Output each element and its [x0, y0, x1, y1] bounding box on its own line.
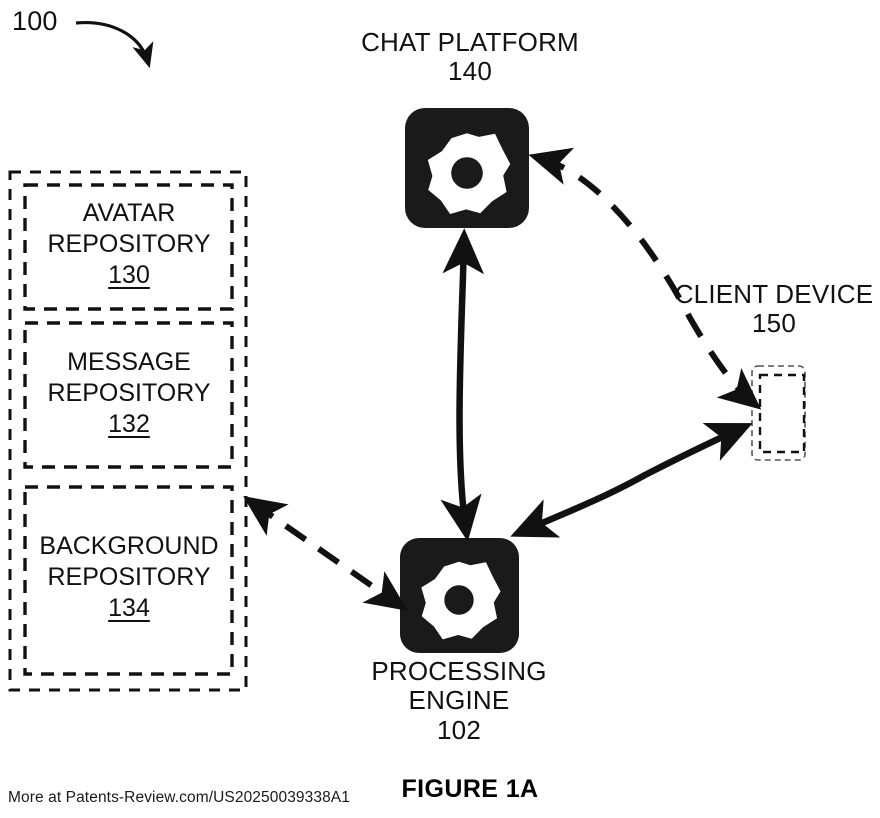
chat-platform-to-client-device-arrow	[528, 147, 762, 410]
chat-platform-label: CHAT PLATFORM 140	[330, 27, 610, 87]
avatar-repository-line1: AVATAR	[82, 199, 176, 227]
background-repository-line1: BACKGROUND	[39, 532, 219, 560]
repositories-to-processing-engine-arrow	[243, 496, 408, 611]
chat-platform-icon[interactable]	[405, 108, 529, 228]
client-device-name: CLIENT DEVICE	[674, 279, 874, 309]
client-device-screen	[758, 373, 806, 454]
avatar-repository-label: AVATAR REPOSITORY 130	[26, 198, 232, 291]
gear-icon	[421, 561, 501, 640]
background-repository-ref: 134	[108, 594, 150, 622]
chat-platform-name: CHAT PLATFORM	[361, 27, 579, 57]
processing-engine-icon[interactable]	[400, 538, 519, 653]
client-device-icon[interactable]	[751, 365, 806, 461]
client-device-ref: 150	[752, 308, 796, 339]
message-repository-box[interactable]	[23, 321, 234, 469]
processing-engine-name-line2: ENGINE	[408, 685, 510, 716]
chat-platform-ref: 140	[448, 56, 492, 87]
chat-platform-to-processing-engine-arrow	[440, 228, 485, 542]
gear-icon	[427, 133, 511, 215]
processing-engine-ref: 102	[437, 714, 481, 745]
processing-engine-label: PROCESSING ENGINE 102	[359, 656, 559, 745]
message-repository-line2: REPOSITORY	[47, 378, 211, 407]
client-device-label: CLIENT DEVICE 150	[668, 279, 880, 339]
message-repository-ref: 132	[108, 410, 150, 438]
message-repository-line1: MESSAGE	[67, 348, 191, 376]
source-note: More at Patents-Review.com/US20250039338…	[8, 789, 350, 806]
background-repository-box[interactable]	[23, 485, 234, 676]
processing-engine-to-client-device-arrow	[510, 423, 753, 538]
message-repository-label: MESSAGE REPOSITORY 132	[26, 347, 232, 440]
repository-group	[8, 170, 248, 692]
figure-caption: FIGURE 1A	[401, 775, 539, 803]
avatar-repository-box[interactable]	[23, 183, 234, 311]
system-ref-pointer	[75, 21, 154, 69]
repository-group-outline	[8, 170, 248, 692]
avatar-repository-ref: 130	[108, 261, 150, 289]
background-repository-label: BACKGROUND REPOSITORY 134	[26, 531, 232, 624]
background-repository-line2: REPOSITORY	[47, 562, 211, 591]
system-reference-number: 100	[12, 6, 58, 36]
processing-engine-name-line1: PROCESSING	[371, 656, 547, 686]
avatar-repository-line2: REPOSITORY	[47, 229, 211, 258]
